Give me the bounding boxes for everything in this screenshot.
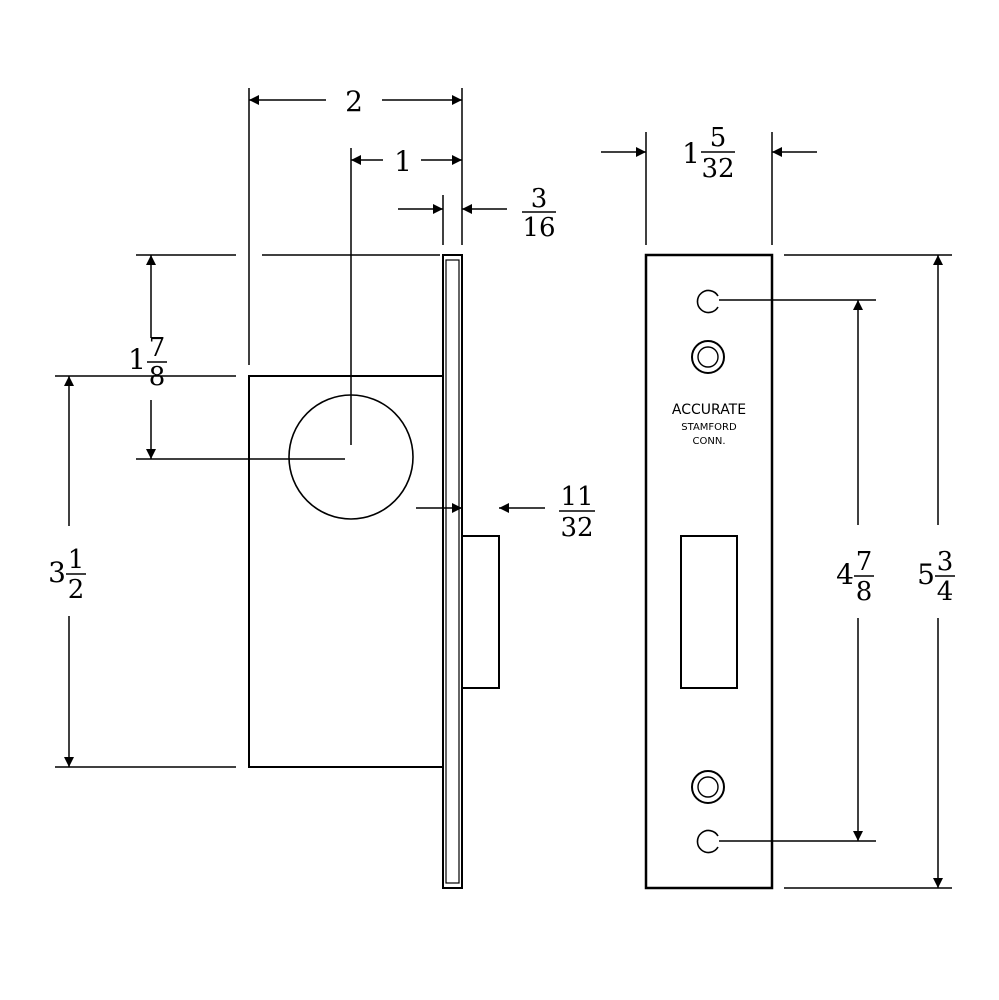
dim-screw-centers: 4 7 8 bbox=[836, 547, 874, 607]
dim-faceplate-thickness-num: 3 bbox=[531, 184, 548, 214]
dim-case-top-to-hub: 1 7 8 bbox=[128, 333, 167, 392]
front-view bbox=[644, 253, 774, 890]
brand-city: STAMFORD bbox=[681, 422, 737, 433]
dim-bolt-projection-num: 11 bbox=[560, 482, 593, 512]
bottom-screw-outer bbox=[691, 770, 725, 804]
bolt-opening bbox=[680, 535, 738, 689]
dim-faceplate-height-den: 4 bbox=[937, 577, 954, 607]
front-view-dimension-lines bbox=[601, 132, 952, 889]
deadbolt bbox=[461, 535, 500, 689]
dim-case-height-num: 1 bbox=[68, 545, 85, 575]
dim-faceplate-width-den: 32 bbox=[701, 154, 734, 184]
dim-faceplate-thickness-den: 16 bbox=[522, 213, 555, 243]
dim-case-top-to-hub-den: 8 bbox=[149, 362, 166, 392]
bottom-screw-inner bbox=[697, 776, 719, 798]
dim-case-height-whole: 3 bbox=[48, 556, 66, 589]
faceplate-side-inner bbox=[445, 259, 460, 884]
dim-faceplate-height: 5 3 4 bbox=[917, 547, 955, 607]
dim-bolt-projection: 11 32 bbox=[559, 482, 595, 543]
faceplate-marking: ACCURATE STAMFORD CONN. bbox=[672, 402, 746, 447]
dim-faceplate-width: 1 5 32 bbox=[682, 123, 735, 184]
side-view-dimension-lines bbox=[55, 88, 545, 768]
top-screw-inner bbox=[697, 346, 719, 368]
brand-state: CONN. bbox=[693, 436, 726, 447]
dim-case-height-den: 2 bbox=[68, 575, 85, 605]
dim-faceplate-width-whole: 1 bbox=[682, 137, 700, 170]
lock-case bbox=[248, 375, 444, 768]
dim-screw-centers-den: 8 bbox=[856, 577, 873, 607]
dim-case-top-to-hub-num: 7 bbox=[149, 333, 166, 363]
dim-overall-width: 2 bbox=[345, 85, 363, 118]
dim-faceplate-height-num: 3 bbox=[937, 547, 954, 577]
dim-backset: 1 bbox=[394, 145, 412, 178]
top-screw-hole bbox=[696, 289, 719, 314]
dim-case-top-to-hub-whole: 1 bbox=[128, 343, 146, 376]
dim-case-height: 3 1 2 bbox=[48, 545, 86, 605]
dim-faceplate-thickness: 3 16 bbox=[522, 184, 556, 243]
dim-bolt-projection-den: 32 bbox=[560, 513, 593, 543]
faceplate-front bbox=[644, 253, 774, 890]
bottom-screw-hole bbox=[696, 829, 719, 854]
dim-screw-centers-num: 7 bbox=[856, 547, 873, 577]
dim-faceplate-width-num: 5 bbox=[710, 123, 727, 153]
dim-screw-centers-whole: 4 bbox=[836, 558, 854, 591]
dim-faceplate-height-whole: 5 bbox=[917, 558, 935, 591]
brand-name: ACCURATE bbox=[672, 402, 746, 418]
side-view bbox=[248, 254, 500, 889]
dimension-labels: 2 1 3 16 11 32 1 7 8 3 1 2 bbox=[48, 85, 955, 607]
top-screw-outer bbox=[691, 340, 725, 374]
